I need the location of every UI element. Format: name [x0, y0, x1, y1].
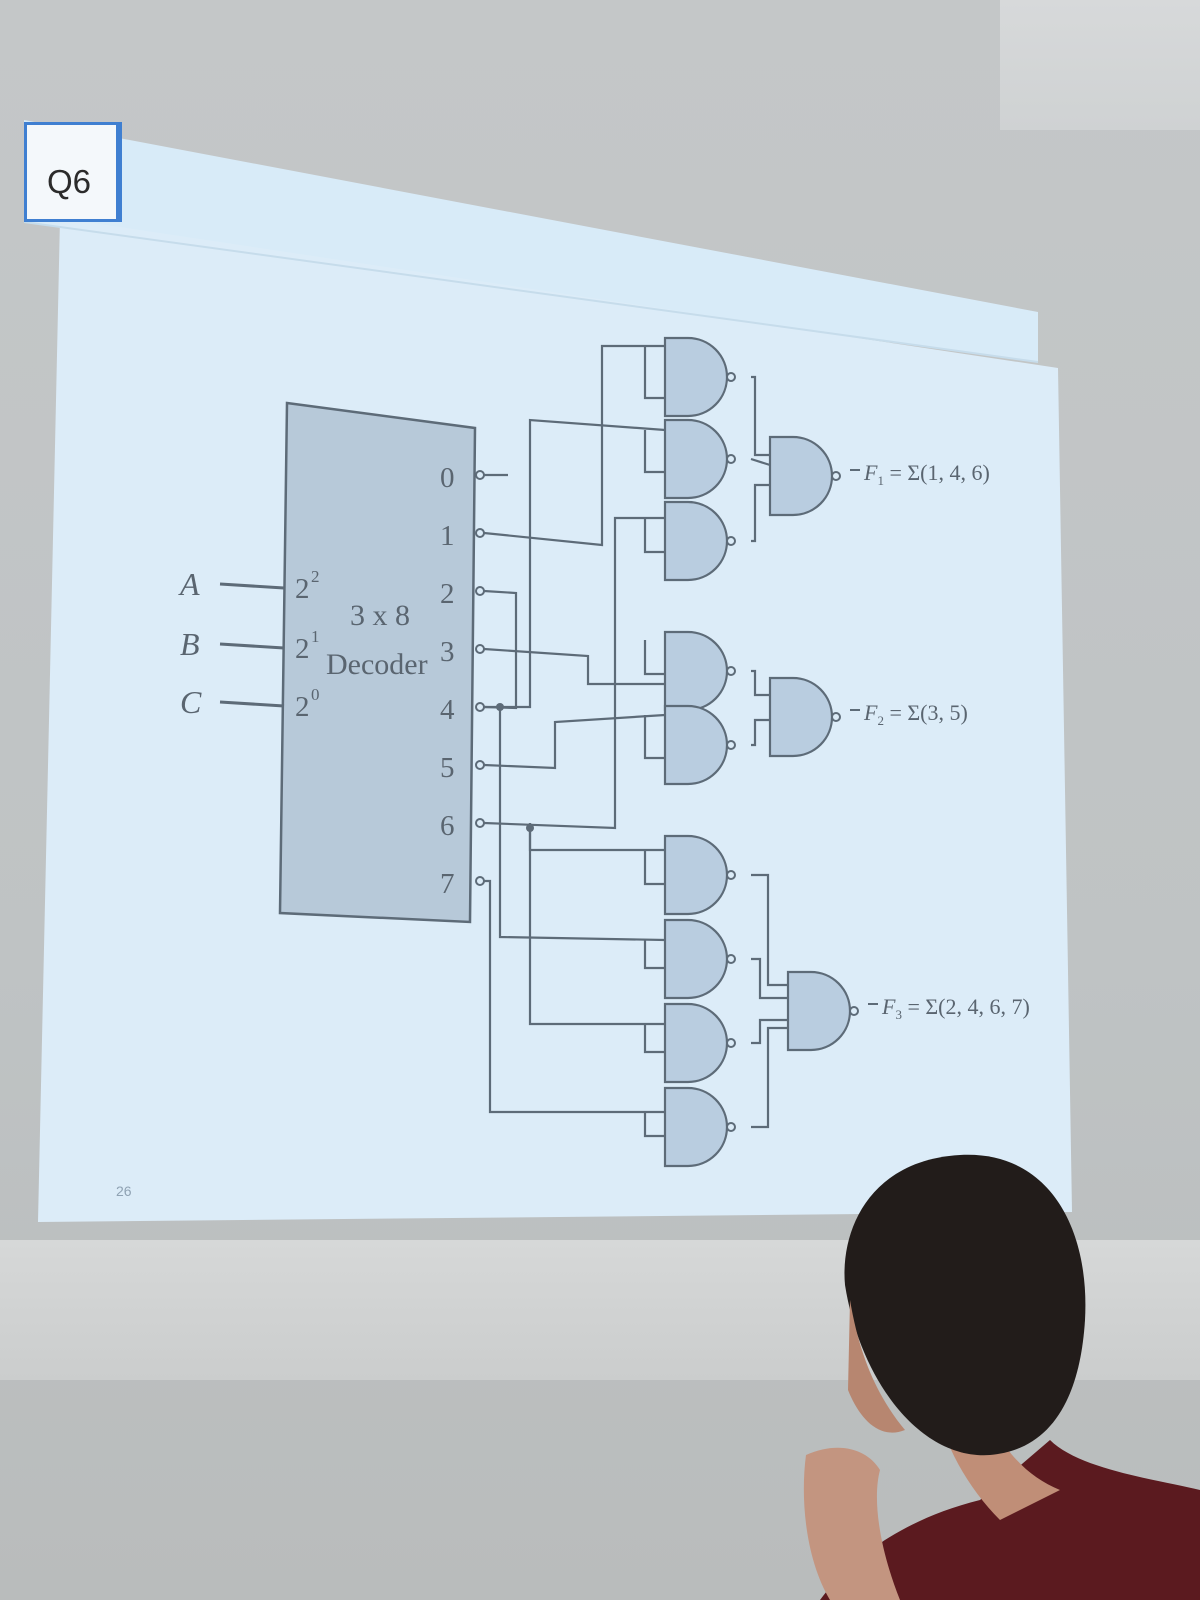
wire-f2b-in2 [643, 715, 665, 760]
input-label-a: A [178, 566, 200, 602]
wire-f2a-in2 [643, 640, 665, 676]
wire-f3a-or [751, 873, 788, 987]
decoder-name-line2: Decoder [326, 648, 428, 681]
wire-out4-f3 [498, 707, 666, 942]
gate-f2-a-bubble [726, 666, 736, 676]
input-line-b [219, 642, 285, 650]
wire-out7-f3 [484, 879, 665, 1114]
input-weight-2: 2 [295, 691, 310, 723]
input-label-b: B [180, 626, 200, 662]
wire-out3-f2 [483, 647, 665, 686]
input-line-c [219, 700, 285, 708]
decoder-output-label-1: 1 [440, 520, 455, 552]
wire-f3b-or [751, 957, 788, 1000]
decoder-name-line1: 3 x 8 [350, 599, 410, 632]
gate-f1-b-bubble [726, 454, 736, 464]
wire-f3c-or [751, 1018, 788, 1045]
wire-f1b-in2 [643, 430, 665, 474]
decoder-output-label-7: 7 [440, 868, 455, 900]
wire-f1b-or [750, 457, 771, 467]
gate-f3-d-bubble [726, 1122, 736, 1132]
input-weight-1: 2 [295, 633, 310, 665]
wire-f3d-in2 [643, 1112, 665, 1138]
hand [803, 1447, 900, 1600]
wire-out6-f3c [528, 823, 665, 1026]
wire-f1a-or [751, 375, 770, 457]
gate-f3-c-bubble [726, 1038, 736, 1048]
slide-title-bar [24, 120, 1038, 362]
input-line-a [219, 582, 285, 590]
function-label-f2: F2 = Σ(3, 5) [863, 700, 968, 728]
wire-out1-f1 [483, 344, 665, 547]
decoder-output-label-3: 3 [440, 636, 455, 668]
function-label-f1: F1 = Σ(1, 4, 6) [863, 460, 990, 488]
slide-page-number: 26 [116, 1183, 132, 1199]
decoder-output-label-5: 5 [440, 752, 455, 784]
gate-f3-b-bubble [726, 954, 736, 964]
input-label-c: C [180, 684, 202, 720]
wire-f3a-in2 [643, 850, 665, 886]
wire-f3b-in2 [643, 940, 665, 970]
decoder-output-label-4: 4 [440, 694, 455, 726]
wire-f1c-or [751, 483, 770, 543]
gate-f3-or-bubble [849, 1006, 859, 1016]
red-shirt [820, 1440, 1200, 1600]
decoder-output-label-0: 0 [440, 462, 455, 494]
wire-f3d-or [751, 1026, 788, 1129]
gate-f2-or-bubble [831, 712, 841, 722]
head-hair [844, 1154, 1086, 1456]
question-tab-label: Q6 [47, 163, 92, 200]
input-weight-0: 2 [295, 573, 310, 605]
junction-dot-6 [526, 824, 534, 832]
wire-out5-f2 [483, 713, 666, 770]
wire-out6-f1 [483, 516, 665, 830]
input-exponent-2: 0 [311, 685, 320, 704]
gate-f1-c-bubble [726, 536, 736, 546]
decoder-output-label-6: 6 [440, 810, 455, 842]
decoder-output-label-2: 2 [440, 578, 455, 610]
wire-f1c-in2 [643, 518, 665, 554]
question-tab: Q6 [24, 122, 122, 222]
function-label-f3: F3 = Σ(2, 4, 6, 7) [881, 994, 1030, 1022]
wire-out4-f1 [484, 418, 666, 709]
wire-f2b-or [751, 718, 770, 747]
ceiling [1000, 0, 1200, 130]
gate-f2-b-bubble [726, 740, 736, 750]
input-exponent-0: 2 [311, 567, 320, 586]
junction-dot-4 [496, 703, 504, 711]
gate-f3-a-bubble [726, 870, 736, 880]
gate-f1-a-bubble [726, 372, 736, 382]
wire-f1a-in2 [643, 346, 665, 400]
wire-f2a-or [751, 669, 770, 697]
input-exponent-1: 1 [311, 627, 320, 646]
gate-f1-or-bubble [831, 471, 841, 481]
wire-f3c-in2 [643, 1024, 665, 1054]
decoder-block [278, 401, 477, 924]
